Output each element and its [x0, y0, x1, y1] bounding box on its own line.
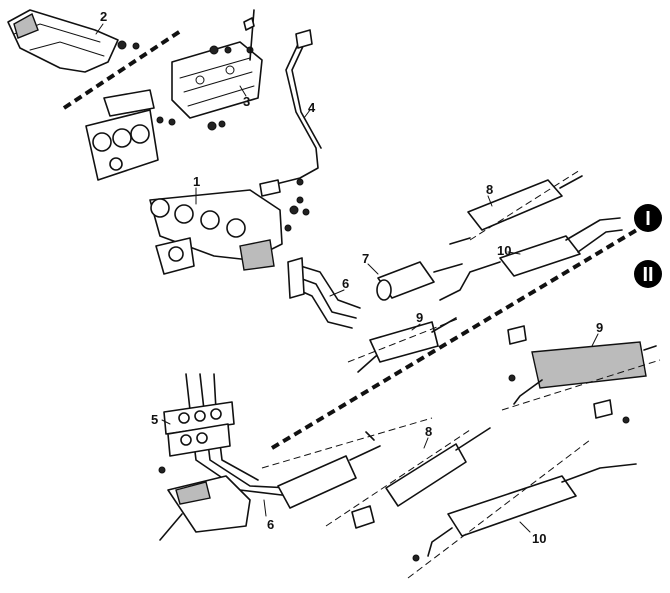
- separator-line: [62, 28, 184, 110]
- stud-bolt: [243, 9, 255, 61]
- callout-8-variant-one: 8: [486, 182, 493, 197]
- nut: [117, 40, 140, 50]
- bracket: [171, 41, 263, 119]
- callout-4: 4: [308, 100, 316, 115]
- hanger-brackets: [412, 325, 630, 562]
- front-pipe-variant-one: [287, 257, 361, 329]
- callout-9-variant-one: 9: [416, 310, 423, 325]
- variant-label-two: II: [642, 264, 653, 286]
- leader-lines: [95, 23, 599, 533]
- callout-5: 5: [151, 412, 158, 427]
- mounting-bolts: [284, 196, 310, 232]
- variant-separator: [270, 226, 642, 450]
- callout-7: 7: [362, 251, 369, 266]
- callout-9-variant-two: 9: [596, 320, 603, 335]
- callout-6-variant-one: 6: [342, 276, 349, 291]
- variant-badge-one: I: [634, 204, 662, 232]
- catalytic-converter: [376, 261, 463, 301]
- callout-3: 3: [243, 94, 250, 109]
- callout-10-variant-two: 10: [532, 531, 546, 546]
- front-silencer-variant-two: [261, 417, 433, 509]
- callout-1: 1: [193, 174, 200, 189]
- manifold-gasket: [85, 109, 159, 181]
- sensor-pipe: [259, 29, 322, 197]
- front-silencer-variant-one: [347, 317, 461, 373]
- heat-shield: [7, 9, 119, 73]
- variant-badge-two: II: [634, 260, 662, 288]
- callout-2: 2: [100, 9, 107, 24]
- gasket-variant-two: [167, 423, 231, 457]
- rear-silencer-variant-two-upper: [501, 341, 661, 411]
- gasket-plate: [103, 89, 176, 126]
- middle-silencer-variant-two: [325, 427, 491, 529]
- middle-silencer-variant-one: [449, 169, 583, 245]
- callout-10-variant-one: 10: [497, 243, 511, 258]
- variant-label-one: I: [645, 208, 651, 230]
- callout-8-variant-two: 8: [425, 424, 432, 439]
- pipe-bracket: [158, 466, 251, 541]
- callout-6-variant-two: 6: [267, 517, 274, 532]
- exhaust-manifold: [149, 189, 283, 275]
- rear-silencer-variant-one: [439, 217, 623, 301]
- rear-silencer-variant-two: [407, 439, 637, 579]
